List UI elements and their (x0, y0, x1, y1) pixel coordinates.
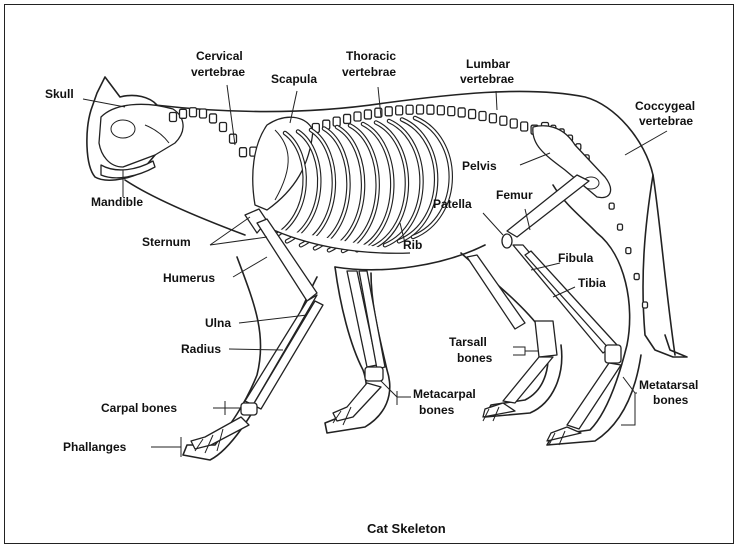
vertebra (618, 224, 623, 230)
rib (413, 118, 451, 237)
label-femur: Femur (496, 188, 533, 202)
vertebra (427, 105, 434, 114)
vertebra (354, 112, 361, 121)
cat-skeleton-diagram: Skull Cervical vertebrae Scapula Thoraci… (5, 5, 742, 553)
hind-leg-rear-bones (467, 255, 525, 329)
label-rib: Rib (403, 238, 422, 252)
label-scapula: Scapula (271, 72, 317, 86)
label-cervical-2: vertebrae (191, 65, 245, 79)
label-patella: Patella (433, 197, 472, 211)
label-cervical-1: Cervical (196, 49, 243, 63)
label-tibia: Tibia (578, 276, 606, 290)
vertebra (448, 107, 455, 116)
vertebra (396, 106, 403, 115)
label-skull: Skull (45, 87, 74, 101)
vertebra (634, 274, 639, 280)
vertebra (479, 111, 486, 120)
label-radius: Radius (181, 342, 221, 356)
label-tarsal-2: bones (457, 351, 493, 365)
label-tarsal-1: Tarsall (449, 335, 487, 349)
vertebra (626, 248, 631, 254)
vertebra (510, 119, 517, 128)
vertebra (437, 106, 444, 115)
carpal-front (241, 403, 257, 415)
vertebra (200, 109, 207, 118)
vertebra (240, 148, 247, 157)
vertebra (489, 114, 496, 123)
vertebra (344, 114, 351, 123)
rib-fill (413, 118, 451, 237)
diagram-caption: Cat Skeleton (367, 521, 446, 536)
vertebra (190, 108, 197, 117)
label-metatarsal-2: bones (653, 393, 689, 407)
label-metatarsal-1: Metatarsal (639, 378, 698, 392)
label-lumbar-1: Lumbar (466, 57, 510, 71)
front-leg-rear-bones (333, 271, 385, 425)
phalanges-hind (483, 403, 581, 445)
vertebra (500, 116, 507, 125)
label-metacarpal-2: bones (419, 403, 455, 417)
vertebra (180, 109, 187, 118)
vertebra (417, 105, 424, 114)
phalanges-front (191, 417, 249, 453)
vertebra (230, 134, 237, 143)
vertebra (210, 114, 217, 123)
vertebra (385, 107, 392, 116)
vertebra (170, 113, 177, 122)
vertebra (643, 302, 648, 308)
label-humerus: Humerus (163, 271, 215, 285)
label-coccygeal-1: Coccygeal (635, 99, 695, 113)
ulna-radius-bones (245, 295, 323, 409)
label-carpal: Carpal bones (101, 401, 177, 415)
label-pelvis: Pelvis (462, 159, 497, 173)
label-metacarpal-1: Metacarpal (413, 387, 476, 401)
label-coccygeal-2: vertebrae (639, 114, 693, 128)
vertebra (364, 110, 371, 119)
label-lumbar-2: vertebrae (460, 72, 514, 86)
label-mandible: Mandible (91, 195, 143, 209)
label-thoracic-2: vertebrae (342, 65, 396, 79)
label-thoracic-1: Thoracic (346, 49, 396, 63)
vertebra (469, 110, 476, 119)
label-ulna: Ulna (205, 316, 231, 330)
label-phalanges: Phallanges (63, 440, 127, 454)
metatarsal-bones (503, 357, 621, 429)
vertebra (220, 123, 227, 132)
vertebra (458, 108, 465, 117)
vertebra (406, 105, 413, 114)
diagram-frame: Skull Cervical vertebrae Scapula Thoraci… (4, 4, 734, 544)
vertebra (609, 203, 614, 209)
label-fibula: Fibula (558, 251, 594, 265)
femur-bone (507, 175, 589, 237)
label-sternum: Sternum (142, 235, 191, 249)
patella-bone (502, 234, 512, 248)
vertebra (521, 122, 528, 131)
